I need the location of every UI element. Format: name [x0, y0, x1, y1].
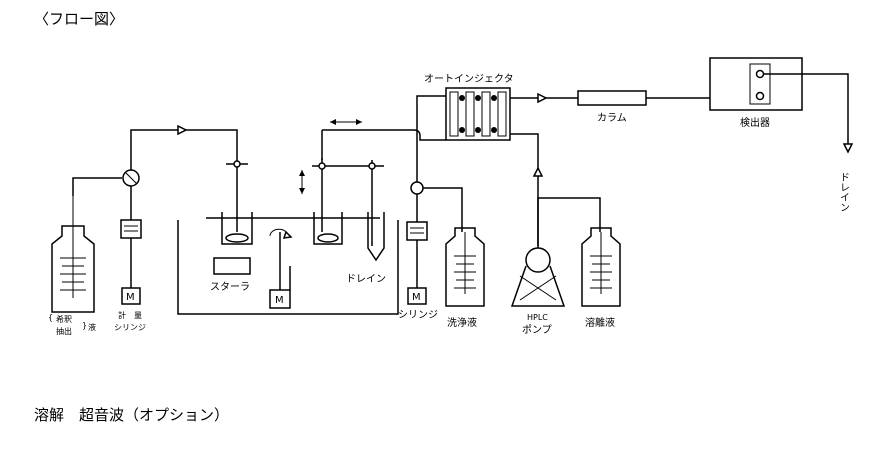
- dilution-line: [72, 177, 122, 196]
- syringe-to-wash-line: [423, 187, 463, 232]
- syringe-motor-label: M: [412, 292, 421, 303]
- stirrer: [213, 257, 251, 275]
- hplc-pump: [510, 247, 566, 307]
- column: [577, 90, 647, 106]
- sample-line: [130, 129, 238, 170]
- metering-label-1: 計 量: [118, 310, 142, 320]
- footer-note: 溶解 超音波（オプション）: [34, 406, 230, 424]
- detector: [709, 57, 803, 111]
- flow-arrow-2: [537, 92, 548, 104]
- autoinjector: [445, 87, 511, 141]
- right-syringe: [406, 181, 428, 305]
- left-three-way-valve: [122, 169, 140, 187]
- flow-arrow-drain: [842, 143, 854, 154]
- hplc-label-1: HPLC: [527, 313, 548, 322]
- wash-liquid-label: 洗浄液: [447, 316, 477, 329]
- metering-motor-label: M: [126, 292, 135, 303]
- arm-to-injector-line: [413, 129, 446, 141]
- drain-right-label: ドレイン: [838, 172, 850, 212]
- page-title: 〈フロー図〉: [34, 10, 125, 28]
- vertical-move-arrow: [299, 170, 305, 194]
- dilution-bottle: [51, 196, 95, 313]
- middle-vessel: [313, 158, 343, 245]
- flow-arrow-3: [532, 166, 544, 177]
- drain-mid-label: ドレイン: [346, 274, 386, 285]
- column-label: カラム: [597, 112, 627, 124]
- autoinjector-label: オートインジェクタ: [424, 73, 514, 85]
- transfer-arm: [312, 129, 414, 170]
- center-motor: [269, 228, 293, 309]
- center-motor-label: M: [275, 295, 284, 306]
- pump-to-eluent-line: [537, 197, 601, 248]
- metering-label-2: シリンジ: [114, 323, 146, 332]
- dilution-bracket-open: {: [48, 313, 53, 322]
- horizontal-move-arrow: [330, 119, 362, 125]
- stirrer-label: スターラ: [210, 281, 250, 293]
- dilution-label-suffix: 液: [88, 322, 96, 332]
- dilution-label-2: 抽出: [56, 326, 72, 336]
- left-vessel: [221, 158, 253, 245]
- syringe-to-injector-line: [416, 95, 446, 182]
- wash-bottle: [445, 227, 485, 307]
- pump-to-injector-line: [510, 133, 539, 246]
- flow-arrow-1: [177, 124, 188, 136]
- dilution-label-1: 希釈: [56, 314, 72, 324]
- eluent-bottle: [581, 227, 621, 307]
- detector-to-drain-line: [764, 73, 849, 150]
- syringe-right-label: シリンジ: [398, 310, 438, 321]
- detector-label: 検出器: [740, 116, 770, 129]
- dilution-bracket-close: }: [82, 321, 87, 330]
- eluent-label: 溶離液: [585, 316, 615, 329]
- metering-syringe: [120, 186, 142, 305]
- bath: [177, 220, 399, 315]
- hplc-label-2: ポンプ: [522, 324, 552, 336]
- bath-drain: [367, 160, 385, 262]
